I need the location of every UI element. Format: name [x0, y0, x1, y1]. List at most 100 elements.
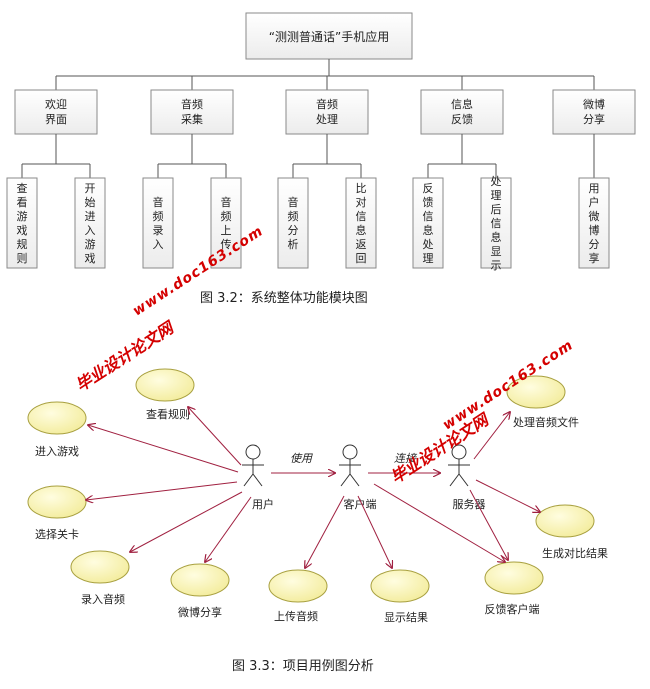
use-case-show: [370, 569, 430, 603]
actor-server-label: 服务器: [453, 498, 486, 511]
root-box: [245, 12, 413, 60]
module-label: 微博: [583, 97, 605, 111]
arrow-user-record: [130, 491, 243, 552]
svg-text:后: 后: [491, 203, 502, 216]
submodule-box: [480, 177, 512, 269]
use-case-label-record: 录入音频: [81, 592, 125, 606]
svg-text:息: 息: [491, 230, 502, 244]
edge-label-use: 使用: [290, 452, 313, 465]
arrow-server-process: [473, 412, 510, 460]
module-label: 处理: [316, 113, 338, 126]
arrow-client-feedback: [373, 483, 505, 562]
svg-text:反: 反: [423, 182, 434, 195]
arrow-user-share: [205, 496, 252, 562]
arrow-server-compare: [475, 479, 540, 512]
svg-text:回: 回: [356, 252, 367, 265]
svg-text:分: 分: [288, 224, 299, 237]
submodule-box: [277, 177, 309, 269]
svg-text:游: 游: [85, 238, 96, 251]
svg-text:入: 入: [85, 224, 96, 237]
svg-text:进: 进: [85, 210, 96, 223]
submodule-box: [412, 177, 444, 269]
figure-caption-use-case: 图 3.3：项目用例图分析: [232, 659, 374, 674]
module-label: 欢迎: [45, 97, 67, 111]
svg-text:频: 频: [221, 209, 232, 223]
svg-text:音: 音: [221, 195, 232, 209]
module-label: 反馈: [451, 113, 473, 126]
actor-server: [448, 444, 470, 487]
use-case-level: [27, 485, 87, 519]
svg-text:息: 息: [423, 223, 434, 237]
actor-user: [242, 444, 264, 487]
use-case-label-share: 微博分享: [178, 605, 222, 619]
use-case-label-feedback: 反馈客户端: [485, 602, 540, 616]
svg-text:频: 频: [153, 209, 164, 223]
svg-text:理: 理: [423, 252, 434, 265]
module-label: 界面: [45, 113, 67, 126]
module-box: [150, 89, 234, 135]
module-box: [14, 89, 98, 135]
module-box: [285, 89, 369, 135]
use-case-record: [70, 550, 130, 584]
svg-text:查: 查: [17, 181, 28, 195]
svg-text:上: 上: [221, 224, 232, 237]
svg-text:处: 处: [491, 175, 502, 188]
module-label: 音频: [181, 97, 203, 111]
submodule-box: [74, 177, 106, 269]
arrow-client-show: [357, 495, 392, 568]
svg-text:信: 信: [423, 210, 434, 223]
svg-text:戏: 戏: [17, 224, 28, 237]
svg-text:显: 显: [491, 245, 502, 258]
arrow-user-level: [86, 481, 238, 500]
submodule-box: [345, 177, 377, 269]
svg-text:博: 博: [589, 224, 600, 237]
svg-text:频: 频: [288, 209, 299, 223]
submodule-box: [6, 177, 38, 269]
svg-text:信: 信: [491, 217, 502, 230]
submodule-box: [210, 177, 242, 269]
svg-text:录: 录: [153, 224, 164, 237]
svg-text:戏: 戏: [85, 252, 96, 265]
svg-text:微: 微: [589, 209, 600, 223]
svg-text:传: 传: [221, 238, 232, 251]
module-label: 音频: [316, 97, 338, 111]
actor-client-label: 客户端: [344, 497, 377, 511]
module-label: 分享: [583, 112, 605, 126]
module-tree: “测测普通话”手机应用欢迎界面查看游戏规则开始进入游戏音频采集音频录入音频上传音…: [6, 12, 636, 272]
submodule-box: [142, 177, 174, 269]
use-case-label-level: 选择关卡: [35, 527, 79, 541]
svg-text:示: 示: [491, 259, 502, 272]
svg-text:入: 入: [153, 238, 164, 251]
svg-text:享: 享: [589, 251, 600, 265]
svg-text:返: 返: [356, 238, 367, 251]
svg-text:处: 处: [423, 238, 434, 251]
module-box: [552, 89, 636, 135]
svg-text:分: 分: [589, 238, 600, 251]
svg-text:规: 规: [17, 237, 28, 251]
svg-text:音: 音: [153, 195, 164, 209]
actor-user-label: 用户: [252, 497, 274, 511]
use-case-feedback: [484, 561, 544, 595]
svg-text:开: 开: [85, 182, 96, 195]
figure-caption-module-tree: 图 3.2：系统整体功能模块图: [200, 291, 368, 306]
use-case-process: [506, 375, 566, 409]
svg-text:则: 则: [17, 252, 28, 265]
use-case-label-compare: 生成对比结果: [542, 546, 608, 560]
edge-label-connect: 连接: [394, 452, 418, 465]
svg-text:理: 理: [491, 189, 502, 202]
root-label: “测测普通话”手机应用: [269, 29, 389, 44]
module-label: 采集: [181, 112, 203, 126]
svg-text:音: 音: [288, 195, 299, 209]
use-case-label-enter: 进入游戏: [35, 445, 79, 458]
svg-text:用: 用: [589, 182, 600, 195]
use-case-label-process: 处理音频文件: [513, 415, 579, 429]
use-case-enter: [27, 401, 87, 435]
svg-text:看: 看: [17, 195, 28, 209]
